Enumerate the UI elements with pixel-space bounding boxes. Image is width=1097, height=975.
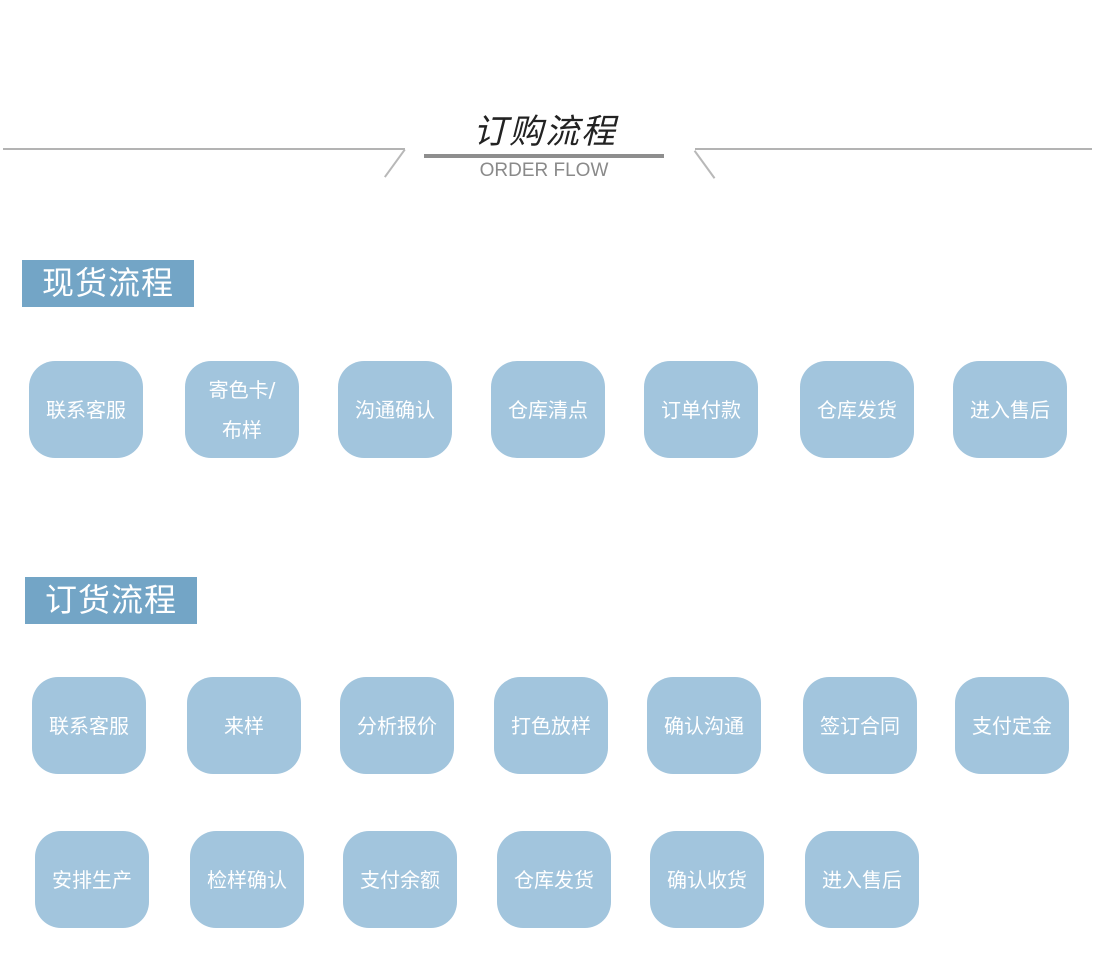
header-rule-left-slash <box>384 149 406 178</box>
spot-step-contact-service[interactable]: 联系客服 <box>29 361 143 458</box>
order-step-receipt[interactable]: 确认收货 <box>650 831 764 928</box>
order-step-quote[interactable]: 分析报价 <box>340 677 454 774</box>
section-label-spot-flow: 现货流程 <box>22 260 194 307</box>
spot-step-after-sales[interactable]: 进入售后 <box>953 361 1067 458</box>
header-rule-right-slash <box>693 150 716 179</box>
spot-step-send-swatch[interactable]: 寄色卡/布样 <box>185 361 299 458</box>
title-underline <box>424 154 664 158</box>
order-step-lab-dip[interactable]: 打色放样 <box>494 677 608 774</box>
spot-step-stock-check[interactable]: 仓库清点 <box>491 361 605 458</box>
order-step-inspection[interactable]: 检样确认 <box>190 831 304 928</box>
header-rule-right <box>695 148 1092 150</box>
page-title: 订购流程 <box>473 112 617 152</box>
spot-step-shipping[interactable]: 仓库发货 <box>800 361 914 458</box>
order-step-sample[interactable]: 来样 <box>187 677 301 774</box>
page-subtitle: ORDER FLOW <box>479 160 609 181</box>
order-step-deposit[interactable]: 支付定金 <box>955 677 1069 774</box>
section-label-order-flow: 订货流程 <box>25 577 197 624</box>
spot-step-confirm[interactable]: 沟通确认 <box>338 361 452 458</box>
order-step-production[interactable]: 安排生产 <box>35 831 149 928</box>
order-step-contract[interactable]: 签订合同 <box>803 677 917 774</box>
order-step-shipping[interactable]: 仓库发货 <box>497 831 611 928</box>
order-step-contact-service[interactable]: 联系客服 <box>32 677 146 774</box>
order-step-confirm[interactable]: 确认沟通 <box>647 677 761 774</box>
header-rule-left <box>3 148 405 150</box>
order-step-balance[interactable]: 支付余额 <box>343 831 457 928</box>
spot-step-payment[interactable]: 订单付款 <box>644 361 758 458</box>
order-step-after-sales[interactable]: 进入售后 <box>805 831 919 928</box>
